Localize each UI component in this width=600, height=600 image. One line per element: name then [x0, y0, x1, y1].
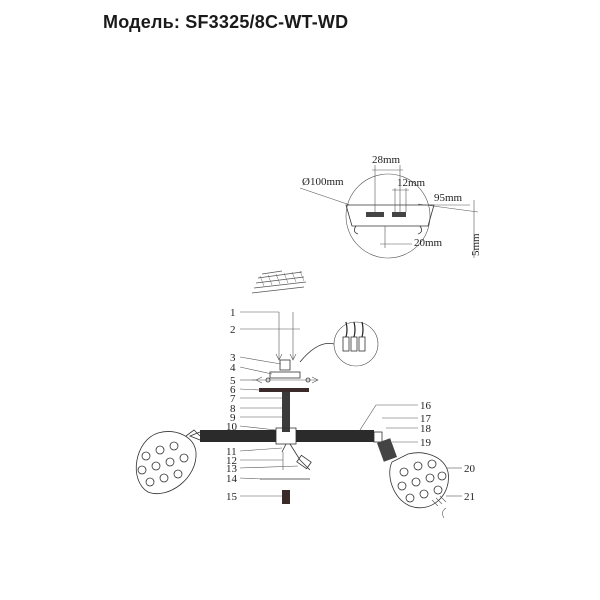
lower-parts — [260, 443, 312, 504]
callout-11: 11 — [226, 446, 237, 458]
callout-16: 16 — [420, 400, 432, 412]
plate-bar — [345, 204, 435, 227]
dim-95-label: 95mm — [434, 192, 463, 204]
socket — [377, 438, 397, 462]
plate-circle — [345, 173, 431, 259]
callout-numbers: 1 2 3 4 5 6 7 8 9 10 11 12 13 14 15 16 1… — [226, 307, 476, 503]
central-rod — [282, 392, 290, 432]
dim-95-leader — [417, 203, 479, 213]
dim-20-label: 20mm — [414, 237, 443, 249]
callout-13: 13 — [226, 463, 238, 475]
mounting-screws — [270, 312, 300, 361]
canopy — [252, 359, 319, 392]
callout-2: 2 — [230, 324, 236, 336]
callout-21: 21 — [464, 491, 475, 503]
connector-block-1 — [342, 336, 350, 352]
left-shade — [135, 429, 201, 494]
arm-right — [296, 430, 374, 442]
dim-28-label: 28mm — [372, 154, 401, 166]
canopy-plate — [259, 388, 309, 392]
plate-hook-right — [417, 225, 422, 235]
callout-3: 3 — [230, 352, 236, 364]
plate-slot-2 — [392, 212, 406, 217]
dim-100-leader — [299, 187, 351, 206]
callout-5: 5 — [230, 375, 236, 387]
connector-block-3 — [358, 336, 366, 352]
dim-12-label: 12mm — [397, 177, 426, 189]
callout-20: 20 — [464, 463, 476, 475]
callout-14: 14 — [226, 473, 238, 485]
plate-slot-1 — [366, 212, 384, 217]
connector-circle — [333, 321, 379, 367]
callout-leaders — [239, 311, 462, 497]
mounting-plate-detail: 28mm 12mm Ø100mm 95mm 20mm 5mm — [299, 154, 482, 259]
callout-6: 6 — [230, 384, 236, 396]
callout-9: 9 — [230, 412, 236, 424]
callout-8: 8 — [230, 403, 236, 415]
arm-left — [200, 430, 276, 442]
callout-18: 18 — [420, 423, 432, 435]
right-shade — [377, 438, 449, 519]
callout-1: 1 — [230, 307, 236, 319]
plate-hook-left — [354, 225, 359, 235]
callout-17: 17 — [420, 413, 432, 425]
callout-15: 15 — [226, 491, 238, 503]
callout-4: 4 — [230, 362, 236, 374]
callout-7: 7 — [230, 393, 236, 405]
wire-connector-detail — [299, 321, 379, 367]
finial — [282, 490, 290, 504]
callout-12: 12 — [226, 455, 237, 467]
connector-wire — [299, 343, 335, 363]
dim-5-label: 5mm — [470, 233, 482, 256]
callout-10: 10 — [226, 421, 238, 433]
model-title: Модель: SF3325/8C-WT-WD — [103, 12, 349, 32]
connector-block-2 — [350, 336, 358, 352]
callout-19: 19 — [420, 437, 432, 449]
ceiling-hatch — [251, 270, 307, 294]
dim-100-label: Ø100mm — [302, 176, 344, 188]
